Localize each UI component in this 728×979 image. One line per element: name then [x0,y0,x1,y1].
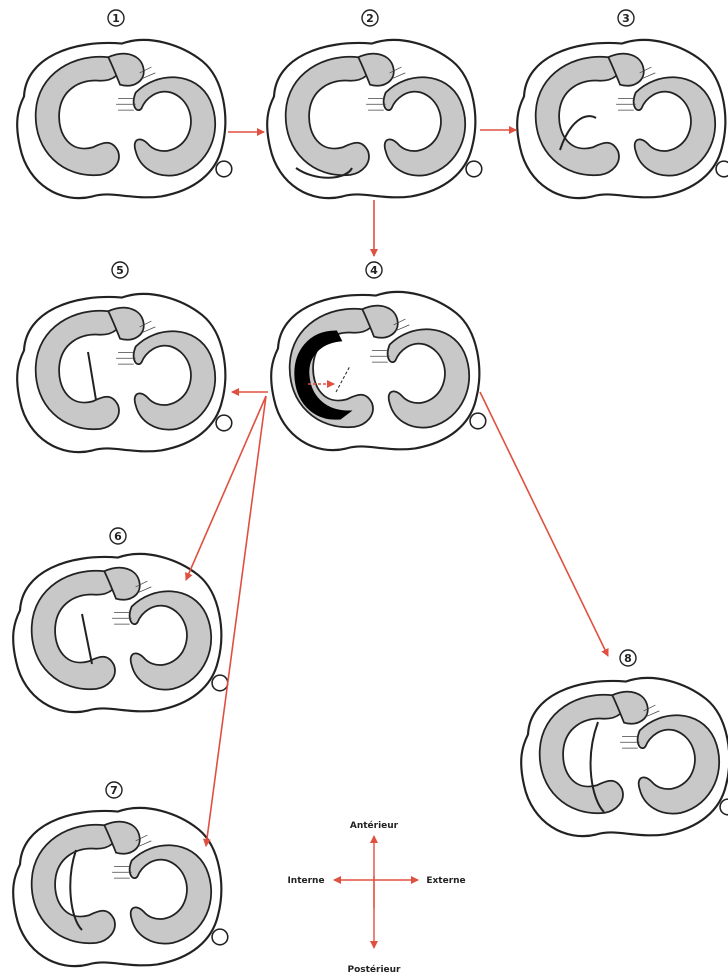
compass-internal-label: Interne [287,876,324,886]
stage-2-number: 2 [366,12,374,25]
stage-5: 5 [17,262,232,452]
stage-4: 4 [271,262,486,450]
stage-4-number: 4 [370,264,378,277]
arrow-4-to-8 [480,392,608,656]
stage-2: 2 [267,10,482,198]
compass-anterior-label: Antérieur [350,820,399,831]
stage-1: 1 [17,10,232,198]
stage-3: 3 [517,10,728,198]
stage-8-number: 8 [624,652,632,665]
stage-7-number: 7 [110,784,118,797]
stage-5-plateau [17,294,232,452]
stage-2-plateau [267,40,482,198]
stage-8-plateau [521,678,728,836]
stage-5-number: 5 [116,264,124,277]
stage-6-plateau [13,554,228,712]
stage-7-plateau [13,808,228,966]
compass-external-label: Externe [426,876,465,886]
stage-6: 6 [13,528,228,712]
stage-1-plateau [17,40,232,198]
stage-6-number: 6 [114,530,122,543]
stage-3-number: 3 [622,12,630,25]
stage-1-number: 1 [112,12,120,25]
compass-posterior-label: Postérieur [347,964,401,975]
stage-8: 8 [521,650,728,836]
orientation-compass: Antérieur Postérieur Interne Externe [287,820,465,975]
stage-3-plateau [517,40,728,198]
stage-7: 7 [13,782,228,966]
